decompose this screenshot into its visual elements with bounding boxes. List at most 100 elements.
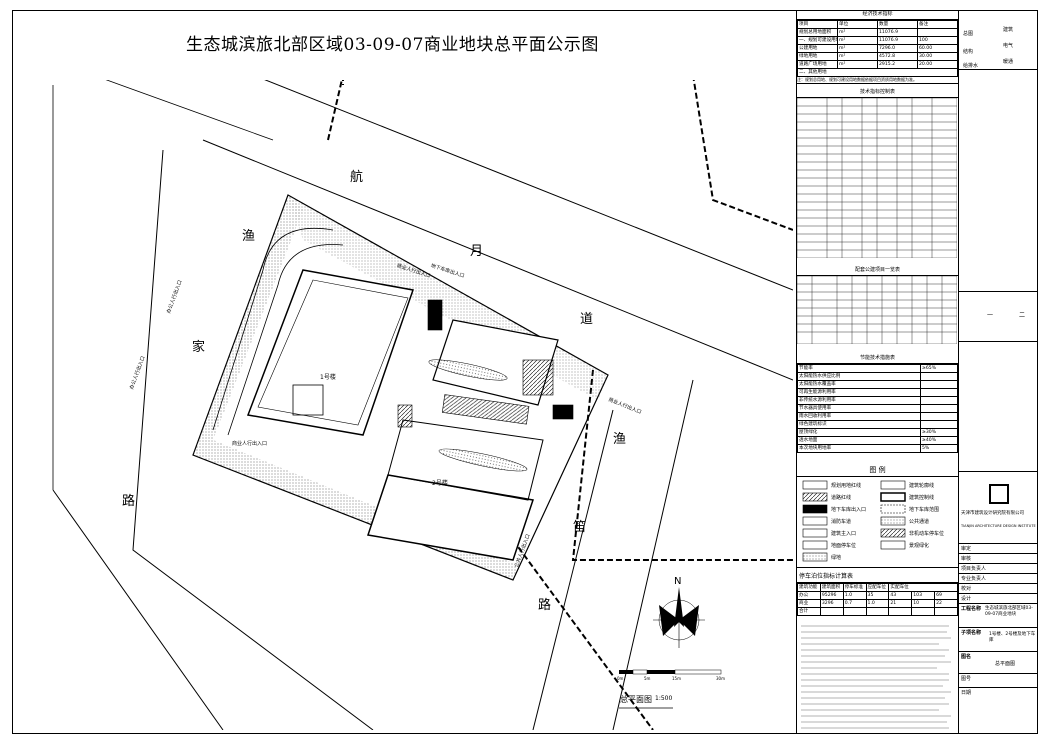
- energy-value: ≥40%: [920, 435, 958, 445]
- road-label-hang: 航: [350, 170, 364, 185]
- parking-calc-cell: 35: [865, 590, 890, 600]
- building-2-label: 2号楼: [432, 480, 448, 487]
- scale-tick-2: 15m: [672, 676, 681, 681]
- energy-label: 屋顶绿化: [797, 427, 921, 437]
- energy-label: 太阳能热水覆盖率: [797, 379, 921, 389]
- energy-label: 可再生能源利用率: [797, 387, 921, 397]
- legend-item: 地面停车位: [831, 542, 857, 549]
- legend-item: 景观绿化: [909, 542, 930, 549]
- energy-value: [920, 403, 958, 413]
- energy-table: 节能率≥65% 太阳能热水供应比例 太阳能热水覆盖率 可再生能源利用率 非传统水…: [797, 363, 958, 453]
- tb-row: 专业负责人: [959, 574, 1038, 584]
- notes-block: [799, 622, 957, 734]
- tb-row: 审核: [959, 554, 1038, 564]
- parking-calc-cell: 21: [888, 598, 913, 608]
- econ-cell: 11076.9: [877, 36, 918, 45]
- parking-calc-table: 建筑功能 建筑面积 停车标准 应配车位 实配车位 办公 95296 1.0 35…: [797, 582, 958, 616]
- econ-cell: 2915.2: [877, 60, 918, 69]
- econ-cell: 30.00: [917, 52, 958, 61]
- building-1-label: 1号楼: [320, 374, 336, 381]
- road-label-lu-2: 路: [538, 598, 552, 613]
- tb-row: 设计: [959, 594, 1038, 604]
- scale-tick-0: 0m: [617, 676, 624, 681]
- parking-calc-cell: 合计: [797, 606, 821, 616]
- energy-value: [920, 379, 958, 389]
- tb-stage: 一 二: [959, 292, 1038, 342]
- legend-item: 建筑主入口: [831, 530, 857, 537]
- econ-header: 数量: [877, 20, 918, 29]
- entrance-label-6: 商业人行出入口: [232, 441, 268, 447]
- parking-calc-cell: 95296: [819, 590, 844, 600]
- econ-cell: [917, 28, 958, 37]
- legend-item: 绿地: [831, 554, 842, 561]
- econ-cell: 20.00: [917, 60, 958, 69]
- page-title: 生态城滨旅北部区域03-09-07商业地块总平面公示图: [186, 35, 599, 55]
- road-label-yu-2: 渔: [613, 432, 627, 447]
- legend-item: 规划用地红线: [831, 482, 862, 489]
- parking-calc-header: 应配车位: [865, 582, 890, 592]
- tb-label-general: 总图: [963, 31, 974, 37]
- tb-drawing: 图名 总平面图: [959, 652, 1038, 674]
- energy-value: [920, 419, 958, 429]
- road-label-di: 笛: [573, 520, 587, 535]
- econ-cell: 公建用地: [797, 44, 838, 53]
- legend-item: 建筑轮廓线: [909, 482, 935, 489]
- parking-title: 配套公建项目一览表: [797, 266, 958, 276]
- energy-label: 节能率: [797, 363, 921, 373]
- econ-cell: 60.00: [917, 44, 958, 53]
- energy-label: 透水地面: [797, 435, 921, 445]
- parking-calc-title: 停车泊位指标计算表: [797, 572, 958, 583]
- parking-calc-header: 停车标准: [842, 582, 867, 592]
- legend-box: 规划用地红线 建筑轮廓线 道路红线 建筑控制线 地下车库出入口 地下车库范围 消…: [797, 477, 958, 568]
- legend-item: 非机动车停车位: [909, 530, 945, 537]
- legend-item: 建筑控制线: [909, 494, 935, 501]
- energy-title: 节能技术措施表: [797, 354, 958, 364]
- tb-drawing-label: 图名: [961, 654, 972, 660]
- tb-project: 工程名称 生态城滨旅北部区域03-09-07商业地块: [959, 604, 1038, 628]
- econ-header: 项目: [797, 20, 838, 29]
- legend-item: 地下车库出入口: [831, 506, 867, 513]
- tb-stage-2: 二: [1019, 312, 1026, 319]
- road-label-dao: 道: [580, 312, 594, 327]
- energy-value: ≥65%: [920, 363, 958, 373]
- road-label-lu-1: 路: [122, 494, 136, 509]
- parking-calc-cell: 1.0: [865, 598, 890, 608]
- parking-calc-cell: 10: [911, 598, 936, 608]
- tb-row: 项目负责人: [959, 564, 1038, 574]
- north-arrow: [653, 587, 705, 648]
- econ-cell: 规划总用地面积: [797, 28, 838, 37]
- energy-label: 绿色建筑标识: [797, 419, 921, 429]
- econ-cell: 二、其他用地: [797, 68, 958, 77]
- econ-title: 经济技术指标: [797, 10, 958, 20]
- tb-project-label: 工程名称: [961, 606, 982, 612]
- company-logo-icon: [989, 484, 1009, 504]
- legend-item: 消防车道: [831, 518, 852, 525]
- parking-calc-cell: 22: [934, 598, 958, 608]
- parking-calc-cell: 1.0: [842, 590, 867, 600]
- energy-label: 非传统水源利用率: [797, 395, 921, 405]
- energy-label: 太阳能热水供应比例: [797, 371, 921, 381]
- legend-title: 图 例: [797, 465, 958, 477]
- tb-label-elec: 电气: [1003, 43, 1014, 49]
- energy-value: [920, 371, 958, 381]
- data-column: 经济技术指标 项目 单位 数量 备注 规划总用地面积 m² 11076.9 一、…: [796, 10, 958, 734]
- energy-value: [920, 395, 958, 405]
- tb-item-name: 1号楼、2号楼及地下车库: [989, 632, 1036, 643]
- econ-cell: 100: [917, 36, 958, 45]
- tb-signatures: 建筑 电气 结构 暖通 给排水 总图: [959, 10, 1038, 70]
- scale-bar: [619, 669, 722, 675]
- energy-value: [920, 387, 958, 397]
- econ-cell: 道路广场用地: [797, 60, 838, 69]
- tb-label-hvac: 暖通: [1003, 59, 1014, 65]
- parking-calc-cell: 办公: [797, 590, 821, 600]
- econ-note: 注：规划总用地、规划可建设用地数据依据项目资质用地数据为准。: [797, 77, 958, 84]
- legend-item: 道路红线: [831, 494, 852, 501]
- road-label-jia: 家: [192, 340, 206, 355]
- tb-approval: [959, 342, 1038, 472]
- tb-drawing-name: 总平面图: [995, 661, 1016, 667]
- energy-value: ≥30%: [920, 427, 958, 437]
- parking-calc-cell: 43: [888, 590, 913, 600]
- parking-calc-cell: 69: [934, 590, 958, 600]
- econ-cell: m²: [837, 52, 878, 61]
- parking-calc-header: 建筑面积: [819, 582, 844, 592]
